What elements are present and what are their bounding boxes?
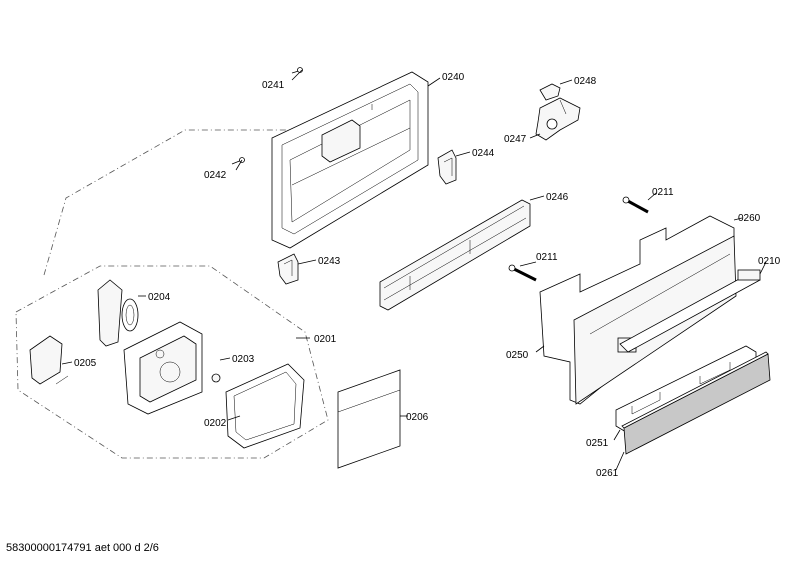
dispenser-0201: [123, 321, 203, 415]
label-0242: 0242: [204, 170, 227, 181]
part-0203: [211, 373, 221, 383]
hinge-clip-0243: [277, 253, 299, 285]
label-0248: 0248: [574, 76, 597, 87]
seal-0204: [97, 279, 139, 347]
label-0243: 0243: [318, 256, 341, 267]
bottom-strip-0261: [621, 351, 771, 455]
label-0210: 0210: [758, 256, 781, 267]
screw-0211-lower: [508, 264, 537, 282]
label-0203: 0203: [232, 354, 255, 365]
screw-0241: [291, 67, 303, 74]
drawing-reference-footer: 58300000174791 aet 000 d 2/6: [6, 542, 159, 554]
label-0206: 0206: [406, 412, 429, 423]
part-0205: [29, 335, 69, 385]
screw-0242: [231, 157, 245, 165]
door-latch-assembly: [535, 83, 581, 141]
screw-0211-upper: [622, 196, 649, 214]
leader-lines: [61, 69, 767, 471]
label-0204: 0204: [148, 292, 171, 303]
label-0251: 0251: [586, 438, 609, 449]
label-0260: 0260: [738, 213, 761, 224]
group-outline-upper: [43, 129, 290, 276]
label-0247: 0247: [504, 134, 527, 145]
door-inner-panel: [271, 71, 429, 249]
bracket-0244: [437, 149, 457, 185]
label-0240: 0240: [442, 72, 465, 83]
handle-0210: [619, 269, 761, 353]
label-0241: 0241: [262, 80, 285, 91]
label-0211-upper: 0211: [652, 187, 674, 198]
label-0250: 0250: [506, 350, 529, 361]
label-0211-lower: 0211: [536, 252, 558, 263]
sheet-0206: [337, 369, 401, 469]
label-0202: 0202: [204, 418, 227, 429]
label-0261: 0261: [596, 468, 619, 479]
group-outline-lower: [15, 265, 329, 459]
gasket-0202: [225, 363, 305, 449]
label-0246: 0246: [546, 192, 569, 203]
door-rail-0246: [379, 199, 531, 311]
label-0201: 0201: [314, 334, 337, 345]
label-0244: 0244: [472, 148, 495, 159]
label-0205: 0205: [74, 358, 97, 369]
